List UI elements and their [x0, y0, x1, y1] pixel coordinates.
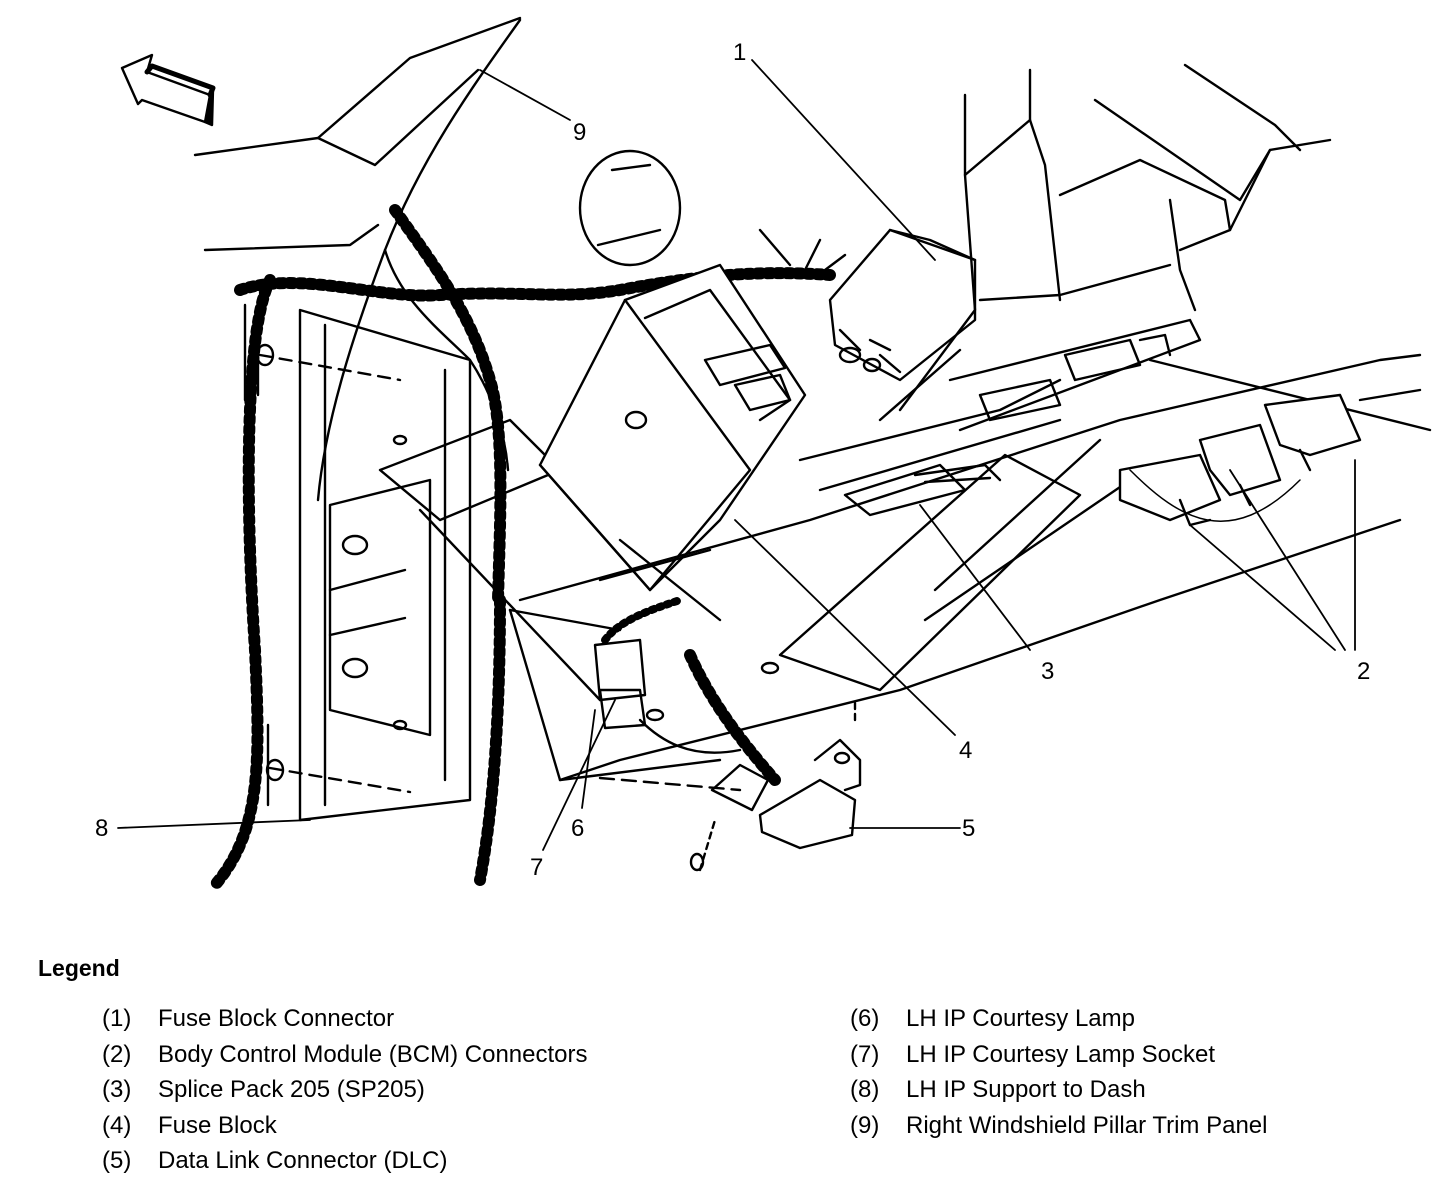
legend-item-number: (5)	[102, 1147, 132, 1174]
callout-8: 8	[95, 815, 108, 842]
lh-ip-courtesy-lamp	[593, 596, 742, 754]
legend-item-number: (9)	[850, 1111, 880, 1139]
dash-wiring-harness	[234, 204, 847, 606]
callout-3: 3	[1041, 658, 1054, 685]
lower-ip-panel	[518, 353, 1432, 782]
forward-arrow-icon	[120, 53, 216, 127]
bcm-connectors	[1118, 393, 1362, 527]
windshield-outline	[193, 16, 1332, 232]
left-harness	[209, 274, 506, 891]
legend-item: (6) LH IP Courtesy Lamp	[850, 1005, 1267, 1041]
legend-item-number: (6)	[850, 1005, 880, 1032]
legend-item-label: Right Windshield Pillar Trim Panel	[906, 1111, 1268, 1139]
legend-item-label: LH IP Courtesy Lamp Socket	[906, 1040, 1216, 1068]
legend-item: (8) LH IP Support to Dash	[850, 1076, 1267, 1112]
fuse-block	[538, 263, 807, 622]
legend-item-label: Data Link Connector (DLC)	[158, 1147, 448, 1174]
legend-item: (3) Splice Pack 205 (SP205)	[102, 1076, 588, 1112]
callout-5: 5	[962, 815, 975, 842]
callout-6: 6	[571, 815, 584, 842]
callout-2: 2	[1357, 658, 1370, 685]
instrument-panel-structure	[798, 68, 1232, 492]
legend-title: Legend	[38, 955, 120, 981]
legend-item-label: LH IP Support to Dash	[906, 1076, 1146, 1103]
legend-item: (1) Fuse Block Connector	[102, 1005, 588, 1041]
legend-item: (4) Fuse Block	[102, 1112, 588, 1148]
legend-item-number: (3)	[102, 1076, 132, 1103]
lh-ip-support-to-dash	[243, 298, 472, 822]
legend-item-label: Body Control Module (BCM) Connectors	[158, 1040, 588, 1068]
callout-4: 4	[959, 737, 972, 764]
callout-7: 7	[530, 854, 543, 881]
legend-column-left: (1) Fuse Block Connector (2) Body Control …	[102, 1005, 588, 1183]
legend-item-number: (2)	[102, 1040, 132, 1068]
legend-item-number: (7)	[850, 1040, 880, 1068]
legend-item-number: (1)	[102, 1005, 132, 1032]
fuse-block-connector	[828, 228, 977, 382]
legend-item: (7) LH IP Courtesy Lamp Socket	[850, 1041, 1267, 1077]
legend-item-label: Splice Pack 205 (SP205)	[158, 1076, 425, 1103]
instrument-panel-exploded-diagram: 1 2 3 4 5 6 7 8 9	[95, 16, 1432, 891]
legend-column-right: (6) LH IP Courtesy Lamp (7) LH IP Courtesy…	[850, 1005, 1267, 1147]
round-vent	[578, 149, 682, 267]
legend-item-number: (4)	[102, 1111, 132, 1139]
legend-item-number: (8)	[850, 1076, 880, 1103]
legend-item-label: Fuse Block	[158, 1111, 277, 1139]
legend-item: (5) Data Link Connector (DLC)	[102, 1147, 588, 1183]
legend-item-label: LH IP Courtesy Lamp	[906, 1005, 1135, 1032]
callout-9: 9	[573, 119, 586, 146]
legend-item: (2) Body Control Module (BCM) Connectors	[102, 1041, 588, 1077]
legend: Legend (1) Fuse Block Connector (2) Body C…	[38, 955, 1438, 1185]
callout-leaders	[117, 59, 1356, 851]
legend-item-label: Fuse Block Connector	[158, 1005, 395, 1032]
data-link-connector	[598, 649, 862, 872]
callout-1: 1	[733, 39, 746, 66]
legend-item: (9) Right Windshield Pillar Trim Panel	[850, 1112, 1267, 1148]
